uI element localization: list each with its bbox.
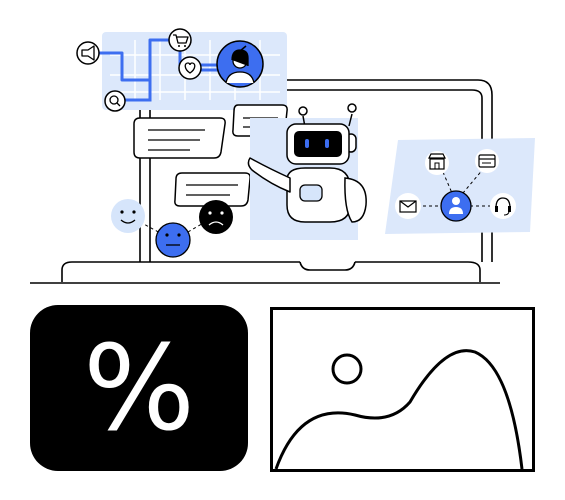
flow-panel	[76, 28, 287, 112]
robot-assistant-icon	[247, 103, 367, 240]
reactions	[111, 199, 233, 258]
chat-bubble	[133, 117, 226, 159]
image-placeholder-icon	[270, 307, 535, 472]
user-icon	[440, 190, 472, 222]
support-agent-avatar-icon	[216, 40, 264, 88]
sun-circle	[331, 353, 363, 385]
headset-icon	[490, 193, 516, 219]
shopping-cart-icon	[168, 28, 192, 52]
store-icon	[425, 151, 449, 175]
sad-face-icon	[199, 200, 233, 234]
neutral-face-icon	[155, 222, 191, 258]
heart-icon	[178, 56, 202, 80]
percent-symbol: %	[82, 319, 196, 457]
network-panel	[385, 138, 535, 234]
search-icon	[104, 90, 126, 112]
percent-tile: %	[30, 305, 248, 471]
mail-icon	[395, 193, 421, 219]
happy-face-icon	[111, 199, 145, 233]
mountain-line	[274, 349, 524, 470]
browser-window-icon	[475, 149, 499, 173]
chat-bubble	[174, 172, 251, 207]
megaphone-icon	[76, 41, 100, 65]
